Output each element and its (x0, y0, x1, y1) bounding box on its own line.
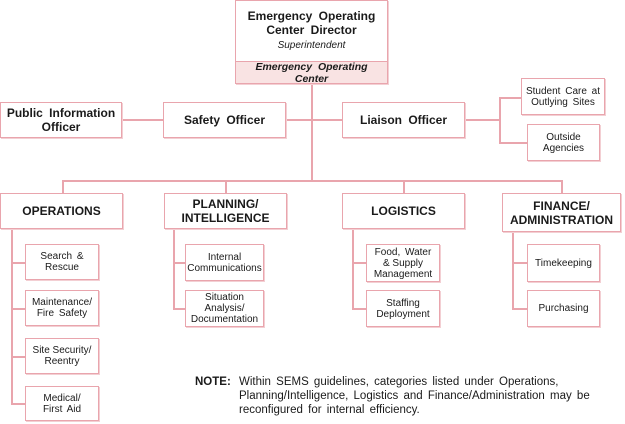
sections-bus-line (62, 180, 562, 182)
unit-line1: Situation (205, 292, 244, 303)
staffing-deployment-box: Staffing Deployment (366, 290, 440, 327)
unit-line2: Fire Safety (36, 308, 88, 319)
unit-line1: Staffing (386, 297, 420, 309)
director-title-line1: Emergency Operating (247, 9, 376, 23)
student-care-box: Student Care at Outlying Sites (521, 78, 605, 115)
liaison-children-connector (465, 119, 499, 121)
planning-branch (173, 262, 185, 264)
unit-line2: Analysis/ (204, 303, 245, 314)
unit-line3: Documentation (190, 314, 259, 325)
eoc-director-box: Emergency Operating Center Director Supe… (235, 0, 388, 85)
planning-branch (173, 308, 185, 310)
finance-drop (561, 180, 563, 193)
director-trunk-line (311, 84, 313, 180)
unit-line1: Purchasing (538, 303, 589, 314)
unit-line2: Deployment (376, 308, 430, 320)
planning-label-line2: INTELLIGENCE (181, 211, 270, 225)
logistics-section-box: LOGISTICS (342, 193, 465, 229)
unit-line1: Maintenance/ (31, 297, 93, 308)
search-rescue-box: Search & Rescue (25, 244, 99, 280)
operations-branch (11, 262, 25, 264)
planning-spine (173, 229, 175, 309)
unit-line1: Medical/ (43, 392, 81, 404)
medical-first-aid-box: Medical/ First Aid (25, 386, 99, 421)
liaison-officer-label: Liaison Officer (359, 113, 448, 127)
note-text: Within SEMS guidelines, categories liste… (239, 376, 590, 416)
outside-agencies-branch (499, 142, 527, 144)
operations-spine (11, 229, 13, 404)
operations-drop (62, 180, 64, 193)
public-info-line1: Public Information (6, 106, 116, 120)
safety-officer-label: Safety Officer (183, 113, 266, 127)
food-water-supply-box: Food, Water & Supply Management (366, 244, 440, 282)
finance-administration-section-box: FINANCE/ ADMINISTRATION (502, 193, 621, 232)
public-info-safety-connector (122, 119, 163, 121)
unit-line1: Food, Water (374, 246, 432, 258)
internal-communications-box: Internal Communications (185, 244, 264, 281)
unit-line2: Communications (187, 262, 262, 274)
student-care-line2: Outlying Sites (531, 96, 595, 108)
finance-spine (512, 232, 514, 309)
finance-branch (512, 308, 527, 310)
logistics-branch (352, 262, 366, 264)
outside-agencies-box: Outside Agencies (527, 124, 600, 161)
liaison-officer-box: Liaison Officer (342, 102, 465, 138)
director-title-line2: Center Director (266, 23, 357, 37)
outside-agencies-line1: Outside (546, 131, 581, 143)
public-information-officer-box: Public Information Officer (0, 102, 122, 138)
unit-line1: Site Security/ (32, 345, 92, 356)
operations-label: OPERATIONS (22, 204, 101, 218)
operations-section-box: OPERATIONS (0, 193, 123, 229)
situation-analysis-box: Situation Analysis/ Documentation (185, 290, 264, 327)
site-security-reentry-box: Site Security/ Reentry (25, 338, 99, 374)
eoc-band: Emergency Operating Center (236, 61, 387, 85)
unit-line1: Timekeeping (535, 257, 592, 269)
maintenance-fire-safety-box: Maintenance/ Fire Safety (25, 290, 99, 326)
unit-line1: Search & (40, 251, 84, 262)
unit-line3: Management (373, 268, 433, 280)
safety-officer-box: Safety Officer (163, 102, 286, 138)
planning-label-line1: PLANNING/ (192, 197, 259, 211)
operations-branch (11, 308, 25, 310)
unit-line2: Rescue (45, 262, 79, 273)
finance-label-line2: ADMINISTRATION (509, 212, 614, 227)
logistics-drop (403, 180, 405, 193)
student-care-line1: Student Care at (525, 85, 601, 97)
student-care-branch (499, 97, 521, 99)
public-info-line2: Officer (41, 120, 81, 134)
unit-line2: First Aid (42, 403, 82, 415)
note-label: NOTE: (195, 376, 231, 388)
finance-branch (512, 262, 527, 264)
liaison-children-spine (499, 97, 501, 142)
operations-branch (11, 403, 25, 405)
unit-line1: Internal (207, 251, 242, 263)
timekeeping-box: Timekeeping (527, 244, 600, 282)
logistics-label: LOGISTICS (371, 204, 436, 218)
logistics-spine (352, 229, 354, 309)
unit-line2: Reentry (44, 356, 80, 367)
planning-drop (225, 180, 227, 193)
planning-intelligence-section-box: PLANNING/ INTELLIGENCE (164, 193, 287, 229)
safety-liaison-connector (286, 119, 342, 121)
note-block: NOTE: Within SEMS guidelines, categories… (195, 375, 624, 417)
unit-line2: & Supply (382, 257, 424, 269)
purchasing-box: Purchasing (527, 290, 600, 327)
operations-branch (11, 356, 25, 358)
logistics-branch (352, 308, 366, 310)
director-subtitle: Superintendent (277, 40, 346, 51)
finance-label-line1: FINANCE/ (533, 198, 590, 213)
outside-agencies-line2: Agencies (542, 142, 585, 154)
